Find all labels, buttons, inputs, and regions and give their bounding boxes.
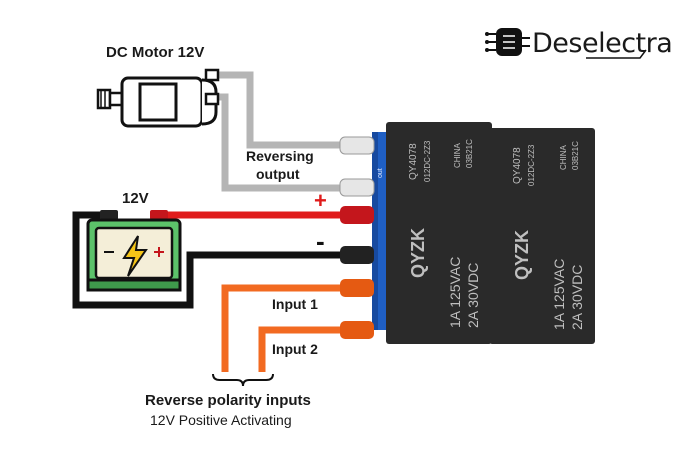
relay-2: QY4078 012DC-2Z3 CHINA 03B21C QYZK 1A 12… (489, 128, 595, 344)
relay1-part: 012DC-2Z3 (423, 140, 432, 182)
relay1-code: 03B21C (465, 139, 474, 168)
relay1-model: QY4078 (408, 143, 419, 180)
battery-icon (86, 210, 182, 292)
connector-orange-2 (340, 321, 374, 339)
relay1-origin: CHINA (453, 142, 462, 168)
orange-wire-input1 (221, 284, 358, 372)
brand-name: Deselectra (532, 28, 673, 59)
deselectra-logo-icon (485, 28, 530, 56)
relay2-rating-dc: 2A 30VDC (569, 265, 585, 330)
black-wire (72, 211, 358, 309)
input1-label: Input 1 (272, 296, 318, 312)
reverse-inputs-title: Reverse polarity inputs (145, 392, 311, 409)
reversing-output-label-1: Reversing (246, 148, 314, 164)
relay1-rating-dc: 2A 30VDC (465, 263, 481, 328)
plus-sign: + (314, 188, 327, 213)
inputs-bracket (212, 373, 274, 387)
relay2-origin: CHINA (559, 144, 568, 170)
connector-orange-1 (340, 279, 374, 297)
connector-gray-2 (339, 178, 375, 197)
pcb-edge (372, 132, 378, 330)
orange-wire-input2 (258, 326, 358, 372)
relay2-part: 012DC-2Z3 (527, 144, 536, 186)
relay-1: QY4078 012DC-2Z3 CHINA 03B21C QYZK 1A 12… (386, 122, 492, 344)
relay2-brand: QYZK (512, 230, 532, 280)
reverse-inputs-subtitle: 12V Positive Activating (150, 412, 292, 428)
battery-voltage-label: 12V (122, 190, 149, 207)
relay2-model: QY4078 (512, 147, 523, 184)
relay2-code: 03B21C (571, 141, 580, 170)
logo-underline (586, 49, 647, 59)
connector-red (340, 206, 374, 224)
gray-wire-upper (210, 71, 358, 149)
relay1-rating-ac: 1A 125VAC (447, 257, 463, 328)
connector-black (340, 246, 374, 264)
minus-sign: - (316, 226, 325, 256)
relay1-brand: QYZK (408, 228, 428, 278)
relay2-rating-ac: 1A 125VAC (551, 259, 567, 330)
motor-label: DC Motor 12V (106, 44, 205, 61)
input2-label: Input 2 (272, 341, 318, 357)
dc-motor-icon (96, 68, 220, 128)
reversing-output-label-2: output (256, 166, 300, 182)
connector-gray-1 (339, 136, 375, 155)
out-mark-1: out (377, 168, 384, 178)
